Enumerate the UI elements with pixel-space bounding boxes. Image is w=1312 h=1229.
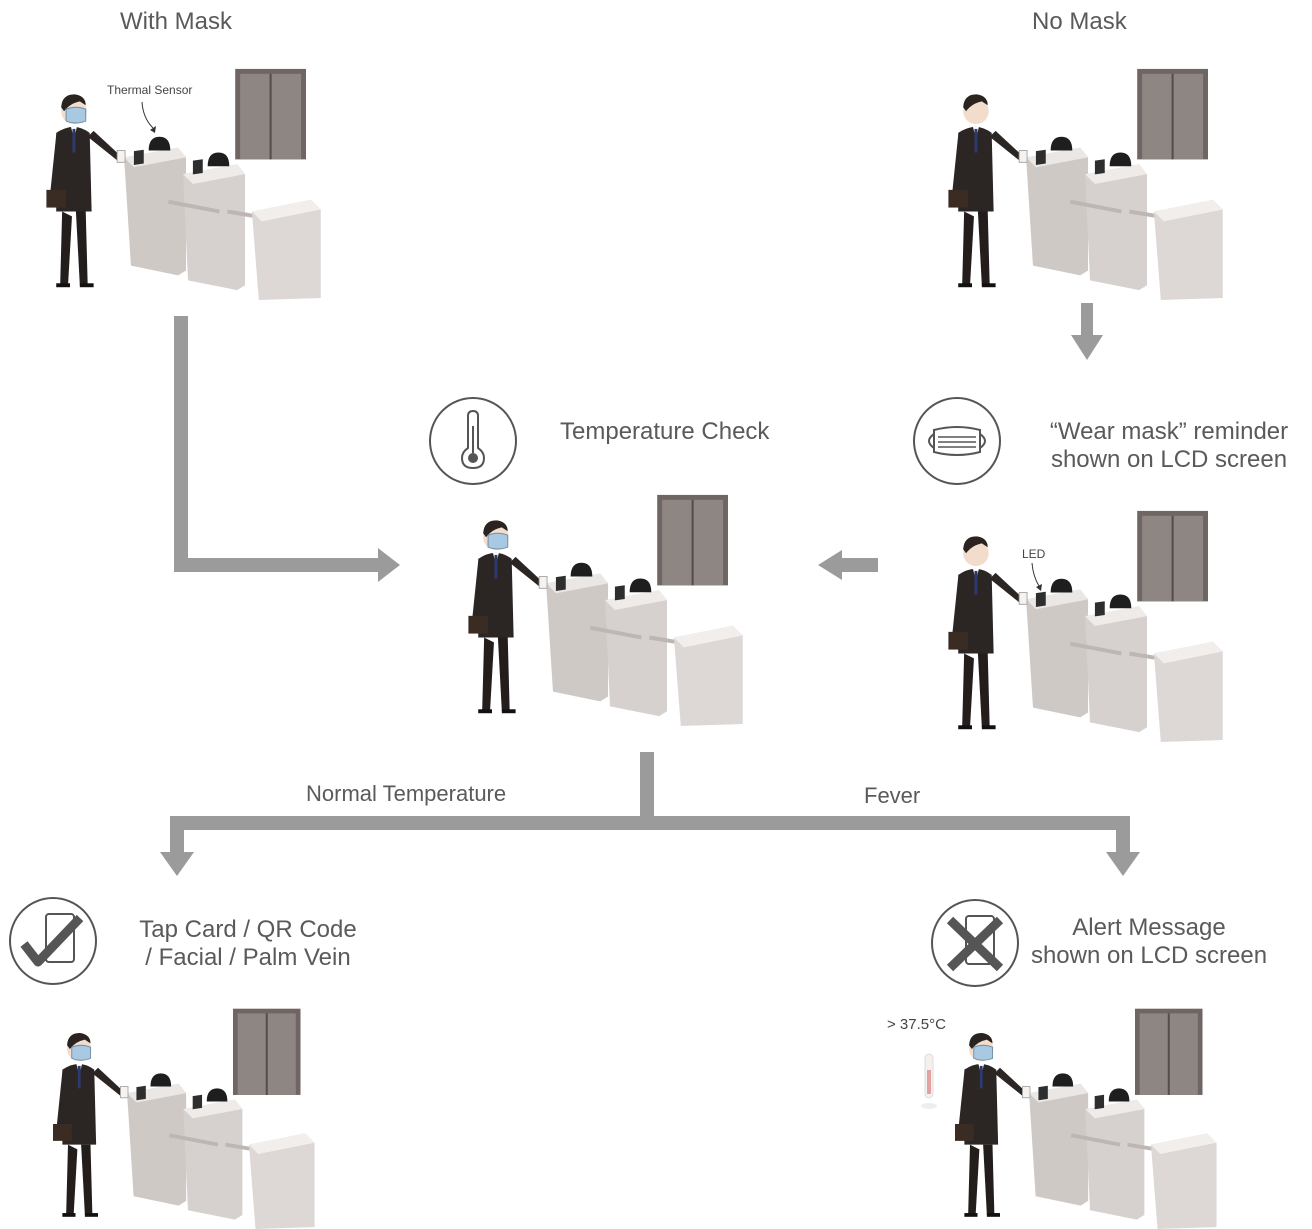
led-label: LED bbox=[1022, 547, 1046, 561]
arrow-split bbox=[160, 752, 1140, 876]
cross-card-icon bbox=[930, 898, 1020, 988]
face-mask-icon bbox=[912, 396, 1002, 486]
with-mask-label: With Mask bbox=[120, 8, 233, 35]
tap-card-line-2: / Facial / Palm Vein bbox=[145, 944, 351, 971]
scene-tap-card bbox=[38, 1004, 338, 1229]
scene-temperature-check bbox=[460, 490, 760, 726]
tap-card-line-1: Tap Card / QR Code bbox=[139, 916, 357, 943]
scene-no-mask bbox=[940, 64, 1240, 300]
wear-mask-line-1: “Wear mask” reminder bbox=[1049, 418, 1289, 445]
alert-line-1: Alert Message bbox=[1072, 914, 1226, 941]
no-mask-label: No Mask bbox=[1032, 8, 1127, 35]
check-card-icon bbox=[8, 896, 98, 986]
temperature-check-label: Temperature Check bbox=[560, 418, 770, 445]
thermometer-mini-icon bbox=[921, 1053, 937, 1109]
arrow-no-mask-down bbox=[1071, 303, 1103, 360]
alert-message-label: Alert Message shown on LCD screen bbox=[1026, 914, 1272, 970]
led-pointer bbox=[1031, 562, 1042, 591]
wear-mask-reminder-label: “Wear mask” reminder shown on LCD screen bbox=[1030, 418, 1308, 474]
arrow-reminder-to-check bbox=[818, 550, 878, 580]
scene-with-mask bbox=[38, 64, 338, 300]
thermometer-icon bbox=[428, 396, 518, 486]
thermal-sensor-pointer bbox=[141, 101, 156, 133]
tap-card-label: Tap Card / QR Code / Facial / Palm Vein bbox=[132, 916, 364, 972]
scene-alert bbox=[940, 1004, 1240, 1229]
alert-line-2: shown on LCD screen bbox=[1030, 942, 1268, 969]
wear-mask-line-2: shown on LCD screen bbox=[1050, 446, 1288, 473]
arrow-with-mask-to-check bbox=[174, 316, 400, 582]
normal-temperature-label: Normal Temperature bbox=[306, 781, 507, 806]
thermal-sensor-label: Thermal Sensor bbox=[107, 83, 193, 97]
fever-threshold-label: > 37.5°C bbox=[887, 1016, 946, 1033]
fever-label: Fever bbox=[864, 783, 921, 808]
scene-reminder bbox=[940, 506, 1240, 742]
